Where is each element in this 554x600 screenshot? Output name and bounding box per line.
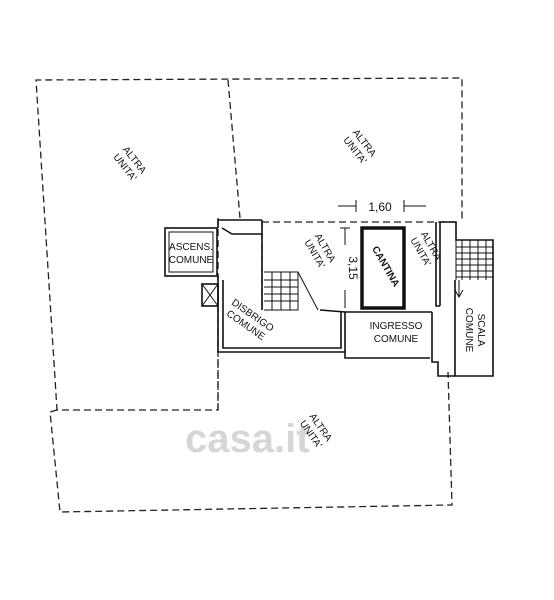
elevator-shaft (164, 227, 219, 307)
dimension-height: 3,15 (346, 256, 360, 280)
svg-text:COMUNE: COMUNE (374, 334, 419, 345)
label-altra-unita-center: ALTRA UNITA' (302, 232, 338, 271)
label-disbrigo: DISBRIGO COMUNE (224, 297, 276, 343)
label-altra-unita-nw: ALTRA UNITA' (111, 145, 149, 184)
label-ingresso: INGRESSO COMUNE (370, 321, 423, 345)
svg-text:ASCENS.: ASCENS. (169, 242, 213, 253)
label-ascensore: ASCENS. COMUNE (169, 242, 214, 266)
svg-text:COMUNE: COMUNE (463, 308, 474, 353)
cantina-room (360, 226, 406, 310)
watermark: casa.it (185, 417, 310, 461)
label-scala: SCALA COMUNE (463, 308, 486, 353)
label-altra-unita-right: ALTRA UNITA' (408, 230, 444, 269)
svg-text:SCALA: SCALA (475, 314, 486, 347)
inner-staircase (264, 271, 319, 311)
svg-text:COMUNE: COMUNE (169, 255, 214, 266)
svg-text:INGRESSO: INGRESSO (370, 321, 423, 332)
walls (217, 219, 455, 377)
dimension-width: 1,60 (368, 200, 392, 214)
label-altra-unita-ne: ALTRA UNITA' (341, 128, 379, 167)
label-cantina: CANTINA (369, 245, 401, 289)
outer-staircase (440, 221, 494, 377)
dimension-lines (338, 200, 426, 308)
